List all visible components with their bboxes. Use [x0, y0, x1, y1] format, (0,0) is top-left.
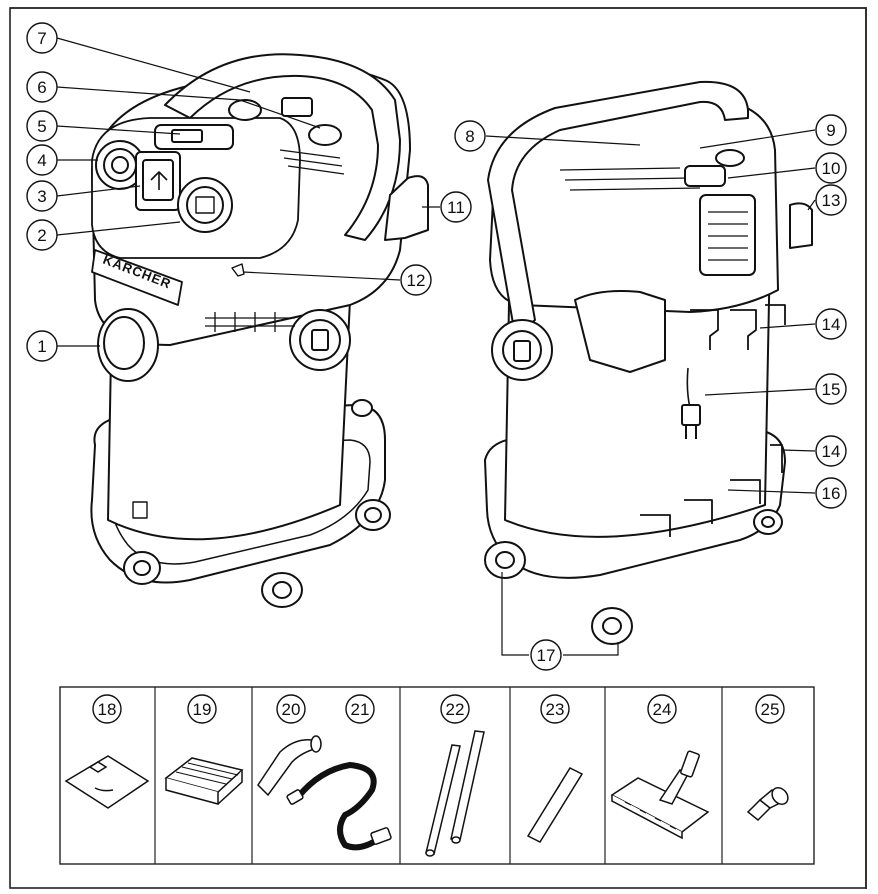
svg-text:4: 4: [37, 151, 46, 170]
floor-nozzle-icon: [610, 750, 710, 840]
svg-text:1: 1: [37, 337, 46, 356]
svg-text:22: 22: [446, 700, 465, 719]
callout-8: 8: [454, 120, 486, 152]
flat-pleated-filter-icon: [164, 757, 244, 805]
crevice-nozzle-icon: [526, 767, 584, 843]
callout-2: 2: [26, 219, 58, 251]
svg-text:25: 25: [761, 700, 780, 719]
accessory-21: 21: [286, 694, 392, 851]
svg-text:20: 20: [282, 700, 301, 719]
svg-text:2: 2: [37, 226, 46, 245]
svg-text:13: 13: [822, 191, 841, 210]
svg-text:6: 6: [37, 78, 46, 97]
svg-text:15: 15: [822, 380, 841, 399]
handle-rear: [487, 80, 749, 336]
callout-13: 13: [815, 184, 847, 216]
tank-front: [107, 299, 351, 541]
accessory-22: 22: [425, 694, 485, 857]
callout-14-upper: 14: [815, 308, 847, 340]
accessory-25: 25: [746, 694, 789, 822]
svg-text:16: 16: [822, 484, 841, 503]
accessory-19: 19: [164, 694, 244, 805]
suction-hose-icon: [295, 761, 383, 851]
callout-3: 3: [26, 180, 58, 212]
svg-text:19: 19: [193, 700, 212, 719]
svg-text:21: 21: [351, 700, 370, 719]
callout-5: 5: [26, 110, 58, 142]
svg-text:23: 23: [546, 700, 565, 719]
callout-16: 16: [815, 477, 847, 509]
callout-4: 4: [26, 144, 58, 176]
accessories-table: 18 19 20: [59, 686, 815, 865]
svg-text:10: 10: [822, 159, 841, 178]
callout-9: 9: [815, 114, 847, 146]
callout-6: 6: [26, 71, 58, 103]
svg-text:14: 14: [822, 315, 841, 334]
callout-17: 17: [530, 639, 562, 671]
callouts: 7 6 5 4 3 2 1 8 9 10 11 12 13 14 15 14 1…: [26, 22, 847, 671]
filter-bag-icon: [64, 755, 150, 809]
elbow-grip-icon: [257, 735, 322, 797]
callout-11: 11: [440, 191, 472, 223]
svg-text:17: 17: [537, 646, 556, 665]
svg-text:3: 3: [37, 187, 46, 206]
callout-15: 15: [815, 373, 847, 405]
svg-text:18: 18: [98, 700, 117, 719]
callout-14-lower: 14: [815, 435, 847, 467]
callout-10: 10: [815, 152, 847, 184]
accessory-20: 20: [257, 694, 322, 797]
tank-rear: [504, 249, 771, 538]
callout-12: 12: [400, 264, 432, 296]
svg-text:8: 8: [465, 127, 474, 146]
extension-tubes-icon: [425, 730, 485, 857]
accessory-24: 24: [610, 694, 710, 840]
handle-front: [164, 53, 401, 241]
svg-text:14: 14: [822, 442, 841, 461]
adapter-icon: [746, 787, 789, 822]
svg-text:5: 5: [37, 117, 46, 136]
svg-text:24: 24: [653, 700, 672, 719]
callout-1: 1: [26, 330, 58, 362]
svg-text:12: 12: [407, 271, 426, 290]
svg-text:11: 11: [447, 198, 465, 217]
page-frame: [9, 7, 867, 889]
vacuum-rear-view: [484, 80, 813, 645]
vacuum-front-view: [90, 53, 429, 608]
callout-7: 7: [26, 22, 58, 54]
svg-text:9: 9: [826, 121, 835, 140]
svg-text:7: 7: [37, 29, 46, 48]
leader-lines: [56, 37, 816, 656]
accessory-18: 18: [64, 694, 150, 809]
accessory-23: 23: [526, 694, 584, 843]
